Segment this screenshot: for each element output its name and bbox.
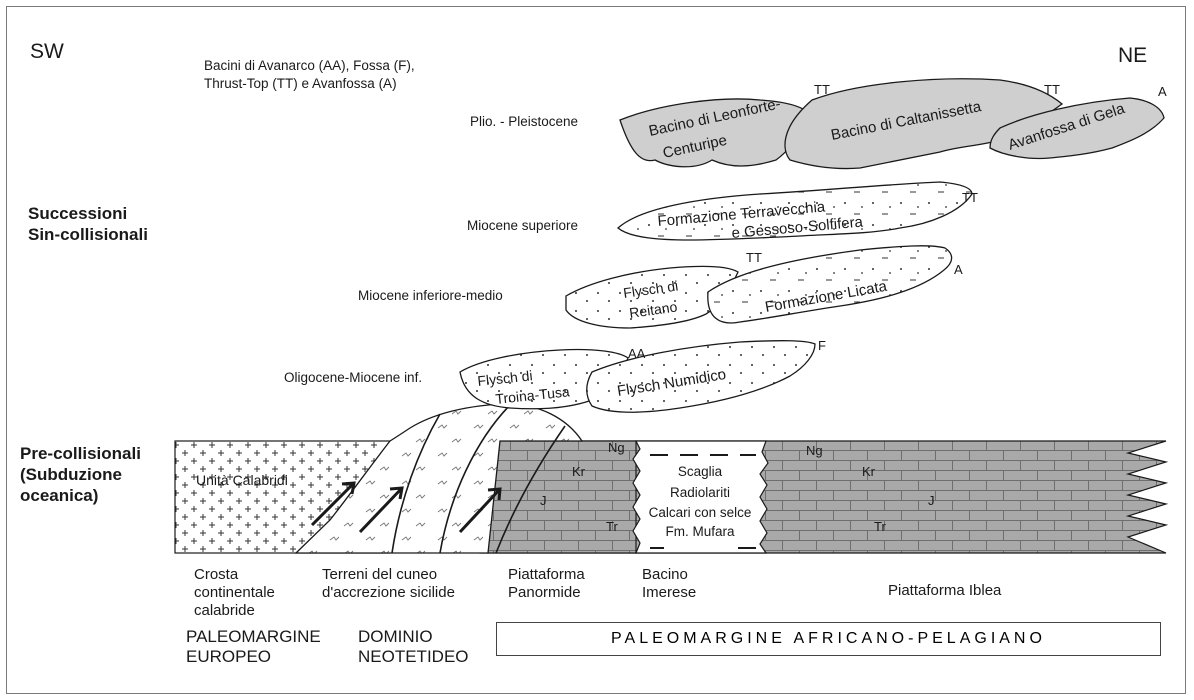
domain-crosta-1: Crosta xyxy=(194,566,238,584)
age-upper-miocene: Miocene superiore xyxy=(467,218,578,233)
tag-tt-caltanissetta: TT xyxy=(1044,82,1060,97)
licata-formation xyxy=(708,246,952,323)
sin-collisional-title-1: Successioni xyxy=(28,203,127,224)
pre-collisional-title-1: Pre-collisionali xyxy=(20,443,141,464)
domain-neotetideo-2: NEOTETIDEO xyxy=(358,646,469,667)
ng-label-iblea: Ng xyxy=(806,443,823,458)
domain-crosta-3: calabride xyxy=(194,602,255,620)
pre-collisional-section: Unità Calabridi Ng Kr J Tr Scaglia Radio… xyxy=(175,404,1166,553)
domain-terreni-2: d'accrezione sicilide xyxy=(322,584,455,602)
ne-direction: NE xyxy=(1118,44,1147,68)
panormide-platform xyxy=(488,441,636,553)
calabridi-label: Unità Calabridi xyxy=(196,472,288,488)
tag-tt-leonforte: TT xyxy=(814,82,830,97)
plio-pleistocene-basins: Bacino di Leonforte- Centuripe Bacino di… xyxy=(620,79,1164,169)
mufara-label: Fm. Mufara xyxy=(665,524,735,539)
sw-direction: SW xyxy=(30,40,64,64)
j-label-iblea: J xyxy=(928,493,935,508)
tag-a-licata: A xyxy=(954,262,963,277)
pre-collisional-title-3: oceanica) xyxy=(20,485,98,506)
domain-neotetideo-1: DOMINIO xyxy=(358,626,433,647)
paleomargin-europeo-2: EUROPEO xyxy=(186,646,271,667)
domain-crosta-2: continentale xyxy=(194,584,275,602)
domain-iblea: Piattaforma Iblea xyxy=(888,582,1001,600)
scaglia-label: Scaglia xyxy=(678,464,723,479)
age-lower-middle-miocene: Miocene inferiore-medio xyxy=(358,288,503,303)
paleomargin-europeo-1: PALEOMARGINE xyxy=(186,626,321,647)
age-plio-pleistocene: Plio. - Pleistocene xyxy=(470,114,578,129)
domain-panormide-1: Piattaforma xyxy=(508,566,585,584)
africano-pelagiano-box: PALEOMARGINE AFRICANO-PELAGIANO xyxy=(496,622,1161,656)
tag-tt-terravecchia: TT xyxy=(962,190,978,205)
age-oligocene-miocene: Oligocene-Miocene inf. xyxy=(284,370,422,385)
radiolariti-label: Radiolariti xyxy=(670,485,730,500)
tag-aa-troina: AA xyxy=(628,346,646,361)
domain-imerese-1: Bacino xyxy=(642,566,688,584)
calcari-label: Calcari con selce xyxy=(649,505,752,520)
tr-label-iblea: Tr xyxy=(874,519,886,534)
domain-terreni-1: Terreni del cuneo xyxy=(322,566,437,584)
domain-panormide-2: Panormide xyxy=(508,584,581,602)
pre-collisional-title-2: (Subduzione xyxy=(20,464,122,485)
j-label-panormide: J xyxy=(540,493,547,508)
kr-label-panormide: Kr xyxy=(572,464,586,479)
tag-f-numidico: F xyxy=(818,338,826,353)
tr-label-panormide: Tr xyxy=(606,519,618,534)
basins-legend-line2: Thrust-Top (TT) e Avanfossa (A) xyxy=(204,76,397,91)
upper-miocene-bodies: Formazione Terravecchia e Gessoso-Solfif… xyxy=(618,182,972,242)
ng-label-panormide: Ng xyxy=(608,440,625,455)
paleomargin-africano: PALEOMARGINE AFRICANO-PELAGIANO xyxy=(497,623,1160,655)
tag-a-gela: A xyxy=(1158,84,1167,99)
kr-label-iblea: Kr xyxy=(862,464,876,479)
tag-tt-reitano: TT xyxy=(746,250,762,265)
sin-collisional-title-2: Sin-collisionali xyxy=(28,224,148,245)
domain-imerese-2: Imerese xyxy=(642,584,696,602)
basins-legend-line1: Bacini di Avanarco (AA), Fossa (F), xyxy=(204,58,415,73)
